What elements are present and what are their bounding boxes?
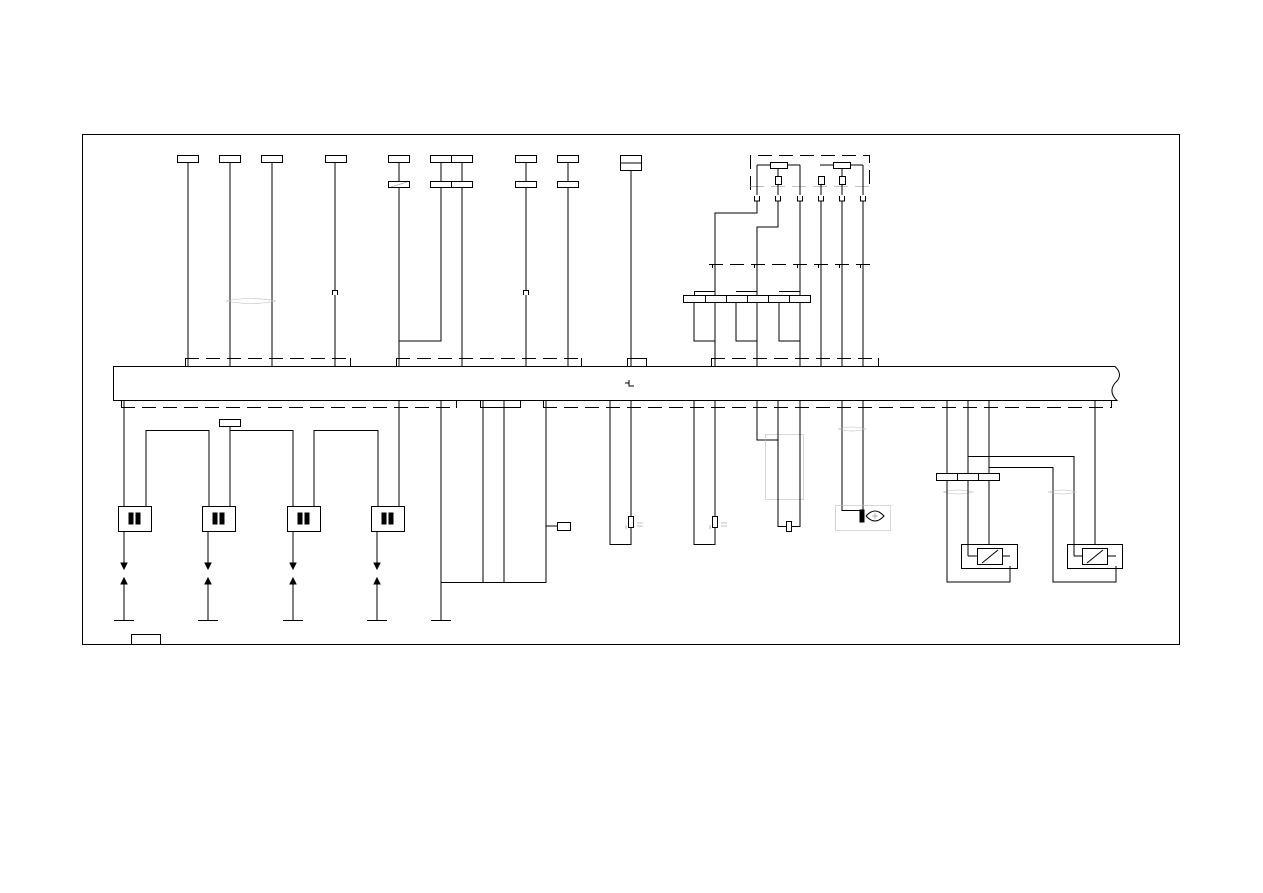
injector-module bbox=[118, 506, 152, 532]
sensor-housing bbox=[765, 434, 804, 500]
sensor-box bbox=[557, 522, 571, 531]
connector-pin bbox=[957, 473, 979, 481]
terminal-box bbox=[430, 155, 452, 163]
sensor-element bbox=[628, 516, 634, 528]
top-wires bbox=[187, 162, 632, 366]
hall-sensor-icon bbox=[865, 510, 885, 522]
relay-housing bbox=[961, 544, 1018, 569]
sensor-group-top-right bbox=[683, 155, 870, 366]
injector-module bbox=[287, 506, 321, 532]
terminal-box bbox=[219, 155, 241, 163]
lower-middle-wiring bbox=[431, 400, 891, 621]
sensor-housing bbox=[835, 505, 891, 531]
control-unit-body bbox=[113, 366, 1120, 401]
injector-module bbox=[202, 506, 236, 532]
top-terminals bbox=[177, 155, 642, 188]
connector-pin bbox=[768, 295, 790, 303]
terminal-box bbox=[177, 155, 199, 163]
terminal-box bbox=[515, 155, 537, 163]
frame-title-tab bbox=[131, 634, 161, 645]
sensor-element bbox=[775, 176, 782, 185]
splice-box bbox=[515, 181, 537, 188]
splice-box bbox=[557, 181, 579, 188]
sensor-element bbox=[839, 176, 846, 185]
connector-pin bbox=[683, 295, 706, 303]
resistor bbox=[770, 162, 788, 169]
sensor-element bbox=[818, 176, 825, 185]
control-unit bbox=[113, 358, 1120, 408]
terminal-box bbox=[388, 155, 410, 163]
relay-group bbox=[936, 400, 1123, 583]
ground-icon bbox=[625, 380, 634, 387]
connector-pin bbox=[705, 295, 727, 303]
terminal-box bbox=[557, 155, 579, 163]
connector-pin bbox=[747, 295, 769, 303]
injector-modules bbox=[114, 400, 405, 621]
terminal-box bbox=[451, 155, 473, 163]
diagram-frame bbox=[82, 134, 1180, 645]
splice-box bbox=[219, 419, 241, 427]
resistor bbox=[833, 162, 851, 169]
splice-box bbox=[451, 181, 473, 188]
splice-box bbox=[430, 181, 452, 188]
terminal-box bbox=[261, 155, 283, 163]
relay-housing bbox=[1067, 544, 1123, 569]
connector-pin bbox=[726, 295, 748, 303]
connector-pin bbox=[936, 473, 958, 481]
terminal-box bbox=[325, 155, 347, 163]
ground-arrows bbox=[114, 532, 387, 621]
connector-pin bbox=[789, 295, 811, 303]
injector-module bbox=[371, 506, 405, 532]
connector-pin bbox=[978, 473, 1000, 481]
sensor-element bbox=[786, 521, 792, 532]
sensor-element bbox=[712, 516, 718, 528]
